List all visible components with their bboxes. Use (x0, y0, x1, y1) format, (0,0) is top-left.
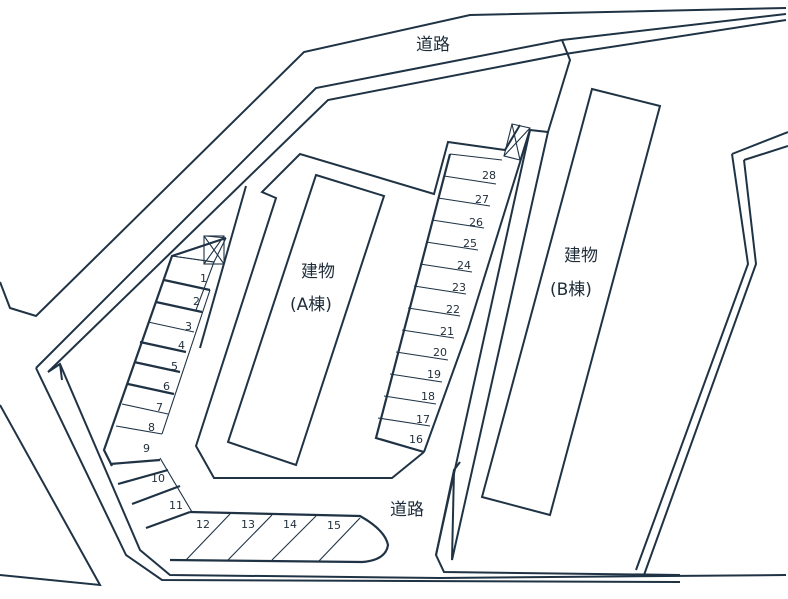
lot-number-21: 21 (440, 325, 454, 338)
parking-bottom-row (169, 510, 390, 564)
lot-number-23: 23 (452, 281, 466, 294)
lot-number-20: 20 (433, 346, 447, 359)
lot-numbers-right: 16 17 18 19 20 21 22 23 24 25 26 27 28 (409, 169, 496, 446)
lot-number-7: 7 (156, 401, 163, 414)
building-a (226, 173, 386, 467)
right-road-edges (434, 129, 788, 576)
lot-number-15: 15 (327, 519, 341, 532)
building-a-sublabel: (A棟) (290, 295, 332, 315)
building-b-sublabel: (B棟) (550, 280, 592, 300)
lot-number-8: 8 (148, 421, 155, 434)
building-b-label: 建物 (564, 246, 598, 266)
building-b (480, 87, 662, 517)
lot-number-26: 26 (469, 216, 483, 229)
lot-number-17: 17 (416, 413, 430, 426)
lot-number-27: 27 (475, 193, 489, 206)
lot-number-9: 9 (143, 442, 150, 455)
road-top-edges (0, 7, 787, 373)
lot-number-13: 13 (241, 518, 255, 531)
lot-number-25: 25 (463, 237, 477, 250)
lot-number-19: 19 (427, 368, 441, 381)
lot-number-6: 6 (163, 380, 170, 393)
left-outer-diagonal (0, 404, 102, 587)
lot-number-1: 1 (200, 272, 207, 285)
road-label-bottom: 道路 (390, 500, 424, 520)
parking-right-column (374, 153, 503, 454)
lot-outer-boundary (35, 362, 787, 583)
lot-number-24: 24 (457, 259, 471, 272)
road-label-top: 道路 (416, 35, 450, 55)
lot-number-28: 28 (482, 169, 496, 182)
inner-lot-boundary (194, 39, 572, 479)
lot-numbers-bottom: 12 13 14 15 (196, 518, 341, 532)
lot-number-10: 10 (151, 472, 165, 485)
lot-number-3: 3 (185, 320, 192, 333)
lot-number-14: 14 (283, 518, 297, 531)
parking-left-column (102, 235, 227, 530)
lot-number-18: 18 (421, 390, 435, 403)
restricted-space-left (203, 235, 225, 265)
restricted-space-right (503, 123, 531, 161)
lot-number-11: 11 (169, 499, 183, 512)
lot-number-12: 12 (196, 518, 210, 531)
lot-number-2: 2 (193, 295, 200, 308)
lot-number-4: 4 (178, 339, 185, 352)
lot-number-5: 5 (171, 360, 178, 373)
lot-number-22: 22 (446, 303, 460, 316)
lot-number-16: 16 (409, 433, 423, 446)
building-a-label: 建物 (301, 262, 335, 282)
